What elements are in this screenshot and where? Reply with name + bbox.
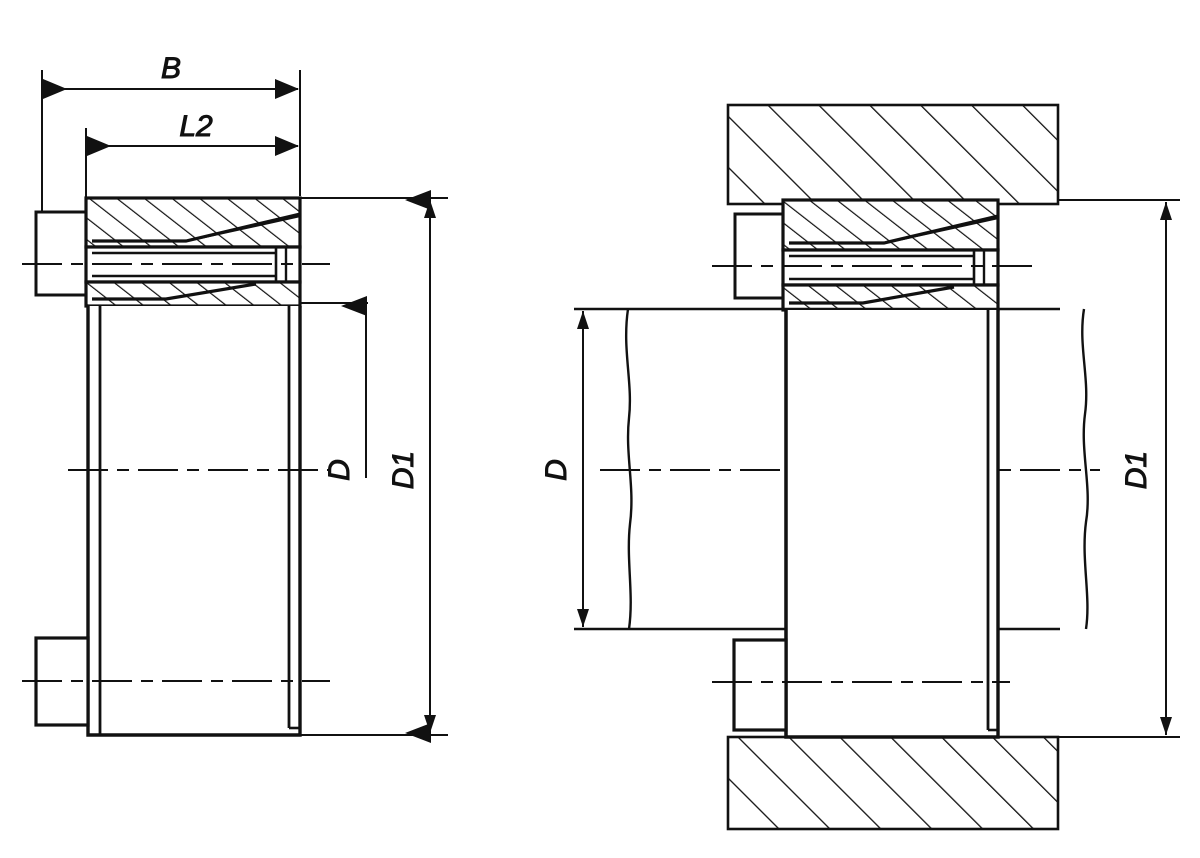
screw-head-upper-right xyxy=(733,212,785,300)
outer-sleeve-body-left xyxy=(86,306,302,737)
tapered-ring-bottom-right xyxy=(781,283,1000,312)
dimension-d-right: D xyxy=(540,308,626,630)
screw-head-upper-left xyxy=(34,210,88,297)
inner-bore-right xyxy=(781,248,1000,287)
clamping-element-left xyxy=(22,196,330,737)
screw-head-lower-right xyxy=(732,638,788,732)
tapered-ring-bottom-left xyxy=(84,280,302,308)
right-view: D D1 xyxy=(540,103,1180,831)
dimension-d1-left: D1 xyxy=(387,190,436,743)
shaft-break-line-right xyxy=(1081,308,1089,630)
outer-sleeve-body-right xyxy=(784,310,1000,739)
tapered-ring-top-left xyxy=(84,196,302,249)
housing-block-bottom xyxy=(726,735,1060,831)
dimension-d-left: D xyxy=(323,296,367,481)
left-view: B L2 xyxy=(22,52,448,743)
dimension-b-label: B xyxy=(161,52,181,85)
dimension-l2: L2 xyxy=(85,110,299,200)
dimension-d1-left-label: D1 xyxy=(387,451,420,489)
dimension-d-left-label: D xyxy=(323,459,356,481)
dimension-b: B xyxy=(41,52,301,215)
dimension-d-right-label: D xyxy=(540,459,573,481)
clamping-element-right xyxy=(712,198,1040,312)
dimension-d1-right: D1 xyxy=(1058,199,1180,738)
dimension-d1-right-label: D1 xyxy=(1120,451,1153,489)
dimension-l2-label: L2 xyxy=(179,110,213,143)
tapered-ring-top-right xyxy=(781,198,1000,252)
housing-block-top xyxy=(726,103,1060,206)
